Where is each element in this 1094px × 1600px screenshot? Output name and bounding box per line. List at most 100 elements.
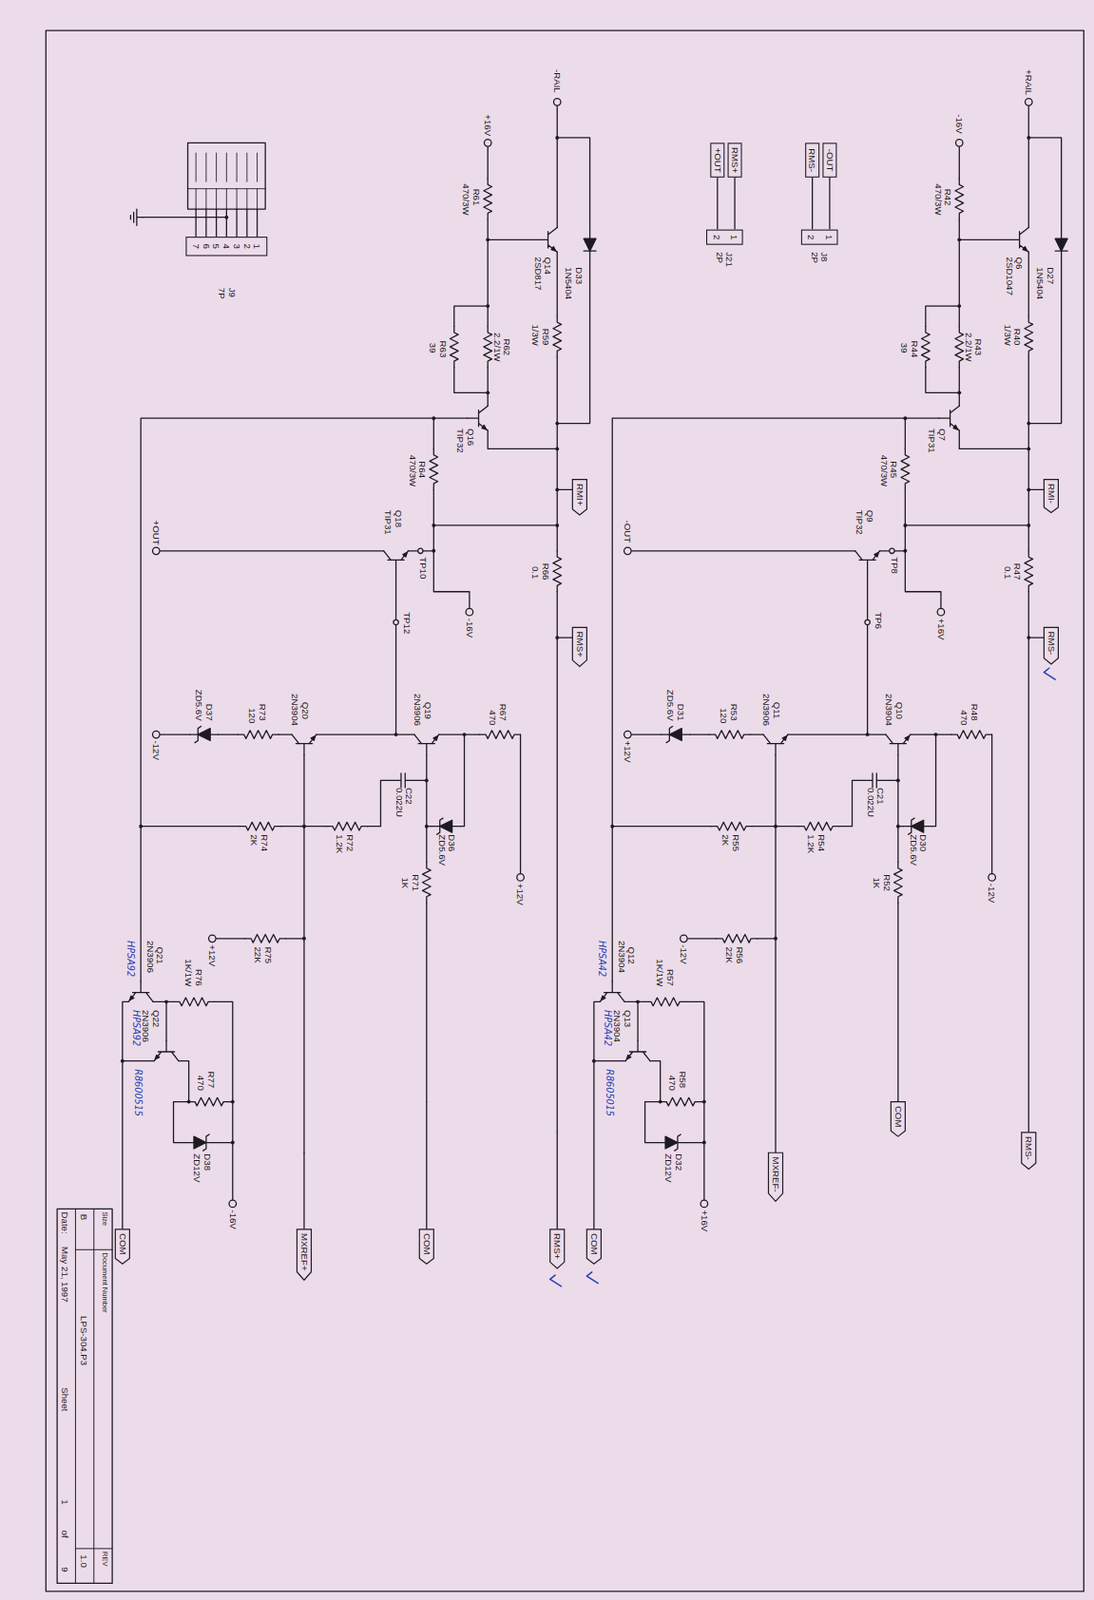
handwritten-note: HPSA42 <box>596 940 608 978</box>
component-label: R75 <box>263 946 274 964</box>
title-block-cell: 9 <box>59 1567 71 1573</box>
component-label: R54 <box>816 834 827 852</box>
node-text: COM <box>589 1233 600 1256</box>
component-label: -16V <box>464 618 476 638</box>
component-label: 39 <box>427 343 439 354</box>
resistor-symbol <box>645 998 687 1007</box>
node-text: 1 <box>819 234 837 240</box>
connector-wire <box>716 177 718 231</box>
component-label: 39 <box>899 343 910 354</box>
resistor-symbol <box>716 935 758 944</box>
terminal-symbol <box>700 1200 709 1209</box>
connector-wire <box>733 177 735 231</box>
component-label: ZD5.6V <box>908 834 920 866</box>
component-label: 2N3904 <box>616 940 628 974</box>
component-label: D33 <box>573 267 584 285</box>
component-label: D37 <box>204 704 215 722</box>
component-label: R61 <box>471 189 482 207</box>
node-text: 6 <box>201 244 212 250</box>
component-label: -12V <box>151 741 162 761</box>
component-label: 0.1 <box>530 566 541 579</box>
terminal-symbol <box>624 730 633 739</box>
component-label: J9 <box>226 287 237 298</box>
node-text: 7 <box>191 244 202 250</box>
component-label: 1K/1W <box>654 959 666 987</box>
component-label: 7P <box>216 287 228 300</box>
node-text: 2 <box>707 234 725 240</box>
pin-label-box: +OUT <box>710 142 725 178</box>
component-label: +12V <box>515 883 526 906</box>
component-label: D31 <box>675 704 687 722</box>
title-block-cell: Document Number <box>100 1253 111 1314</box>
component-label: Q6 <box>1014 257 1025 270</box>
terminal-symbol <box>1025 98 1034 107</box>
component-label: TIP31 <box>383 510 394 536</box>
component-label: 1N5404 <box>563 267 575 300</box>
title-block-cell: May 21, 1997 <box>59 1247 71 1304</box>
port-flag: COM <box>586 1229 601 1266</box>
component-label: R62 <box>501 338 513 356</box>
component-label: Q19 <box>422 702 434 720</box>
terminal-symbol <box>956 139 964 148</box>
port-flag: RMS+ <box>550 1229 565 1269</box>
pin-label-box: RMS- <box>805 142 820 178</box>
component-label: Q22 <box>151 1010 162 1028</box>
component-label: 2N3906 <box>144 940 155 974</box>
handwritten-note: R8605015 <box>604 1069 615 1117</box>
node-text: COM <box>892 1106 903 1129</box>
port-flag: RMS+ <box>572 627 587 667</box>
flag-outline <box>115 1229 130 1266</box>
component-label: 0.1 <box>1001 566 1013 579</box>
component-label: 470 <box>667 1075 678 1092</box>
node-text: -OUT <box>825 147 836 174</box>
component-label: R77 <box>206 1071 217 1089</box>
title-block-cell: 1.0 <box>78 1554 90 1568</box>
component-label: R53 <box>729 704 740 722</box>
junction-dots <box>592 135 1031 1145</box>
component-label: ZD12V <box>191 1153 203 1183</box>
component-label: R63 <box>438 341 449 359</box>
component-label: 470/3W <box>460 183 472 215</box>
component-label: 1N5404 <box>1035 267 1046 300</box>
component-label: -RAIL <box>552 69 563 94</box>
node-text: RMS+ <box>574 632 585 658</box>
component-label: 1/3W <box>530 324 541 346</box>
node-text: RMI- <box>1046 483 1057 504</box>
node-text: RMS- <box>806 147 818 174</box>
node-text: 1 <box>724 234 742 240</box>
component-label: R64 <box>417 460 428 479</box>
node-text: 2 <box>241 244 252 250</box>
component-label: -16V <box>954 114 965 134</box>
resistor-symbol <box>921 326 931 368</box>
component-label: R52 <box>882 874 893 892</box>
connector-header: 1234567 <box>185 236 268 256</box>
component-label: 120 <box>247 708 258 724</box>
transistor-symbol <box>939 405 960 431</box>
port-flag: COM <box>115 1229 130 1266</box>
component-label: 2P <box>714 251 726 264</box>
zener-symbol <box>902 818 932 835</box>
component-label: J8 <box>819 251 830 262</box>
zener-symbol <box>661 726 691 743</box>
component-label: R71 <box>410 874 422 892</box>
flag-outline <box>767 1152 783 1202</box>
component-label: C21 <box>875 787 886 806</box>
node-text: RMS- <box>1046 632 1057 656</box>
component-label: 2N3904 <box>289 693 301 727</box>
connector-header: 12 <box>706 230 744 246</box>
component-label: -12V <box>986 883 998 903</box>
title-block-cell: B <box>78 1214 90 1221</box>
port-flag: COM <box>419 1229 434 1266</box>
flag-outline <box>296 1229 311 1281</box>
component-label: +OUT <box>151 520 162 546</box>
component-label: D36 <box>446 834 458 852</box>
component-label: R43 <box>973 338 984 356</box>
component-label: R67 <box>498 704 509 722</box>
transistor-symbol <box>1008 227 1029 252</box>
pin-label-box: RMS+ <box>728 142 743 178</box>
component-label: 1K <box>871 877 883 889</box>
output-stage <box>592 98 1068 1230</box>
component-label: 2.2/1W <box>963 332 975 363</box>
flag-outline <box>572 479 587 516</box>
